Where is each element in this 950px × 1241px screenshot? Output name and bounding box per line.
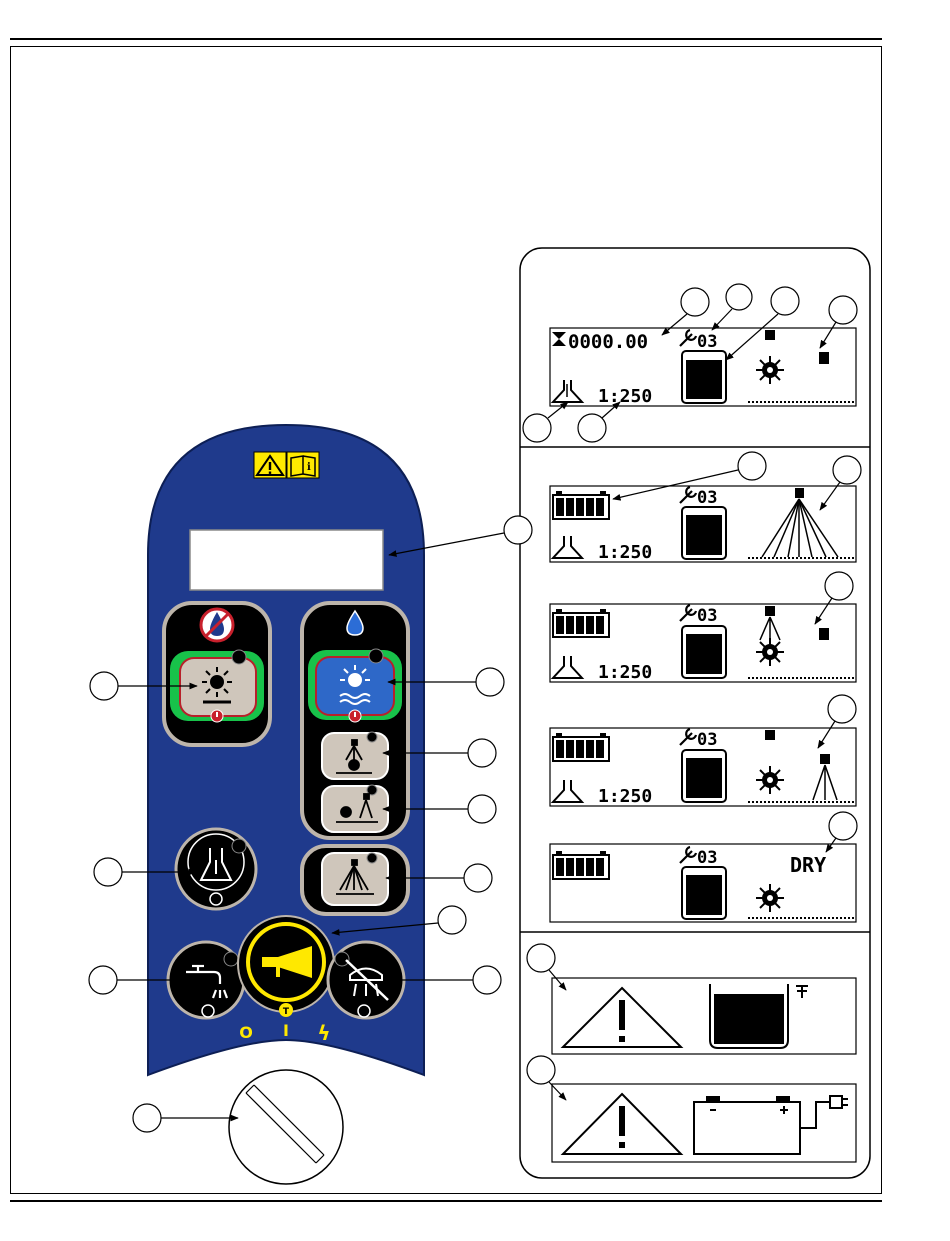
spray-brush-button[interactable] [322, 732, 388, 779]
read-manual-icon: i [287, 452, 319, 478]
brush-icon-lcd [756, 356, 784, 384]
lcd-screen-5: 03 DRY [550, 844, 856, 922]
lcd-screen-3: 03 1:250 [550, 604, 856, 683]
hour-meter-value: 0000.00 [568, 331, 648, 353]
panel-lcd-window [190, 530, 383, 590]
dilution-ratio-value-2: 1:250 [598, 542, 652, 563]
warning-tank-full [552, 978, 856, 1054]
switch-power-marker: ϟ [317, 1021, 330, 1045]
svg-text:i: i [307, 462, 311, 473]
dilution-ratio-value-3: 1:250 [598, 662, 652, 683]
switch-off-marker: O [239, 1023, 253, 1042]
lcd-screen-4: 03 1:250 [550, 728, 856, 807]
svg-text:T: T [283, 1007, 290, 1017]
no-water-icon [201, 609, 233, 641]
brush-vacuum-button[interactable] [322, 785, 388, 832]
lcd-screen-1: 0000.00 03 1:250 [550, 328, 856, 407]
warning-triangle-icon [254, 452, 286, 478]
fault-code-value-3: 03 [697, 606, 717, 626]
key-switch[interactable] [229, 1070, 343, 1184]
warning-battery [552, 1084, 856, 1162]
tank-icon [682, 351, 726, 403]
lcd-screen-2: 03 1:250 [550, 486, 856, 563]
switch-on-marker: I [283, 1021, 289, 1040]
fault-code-value-4: 03 [697, 730, 717, 750]
dilution-ratio-value: 1:250 [598, 386, 652, 407]
fault-code-value: 03 [697, 332, 717, 352]
dry-label: DRY [790, 853, 826, 877]
fault-code-value-5: 03 [697, 848, 717, 868]
dilution-ratio-value-4: 1:250 [598, 786, 652, 807]
fault-code-value-2: 03 [697, 488, 717, 508]
battery-icon [553, 491, 609, 519]
